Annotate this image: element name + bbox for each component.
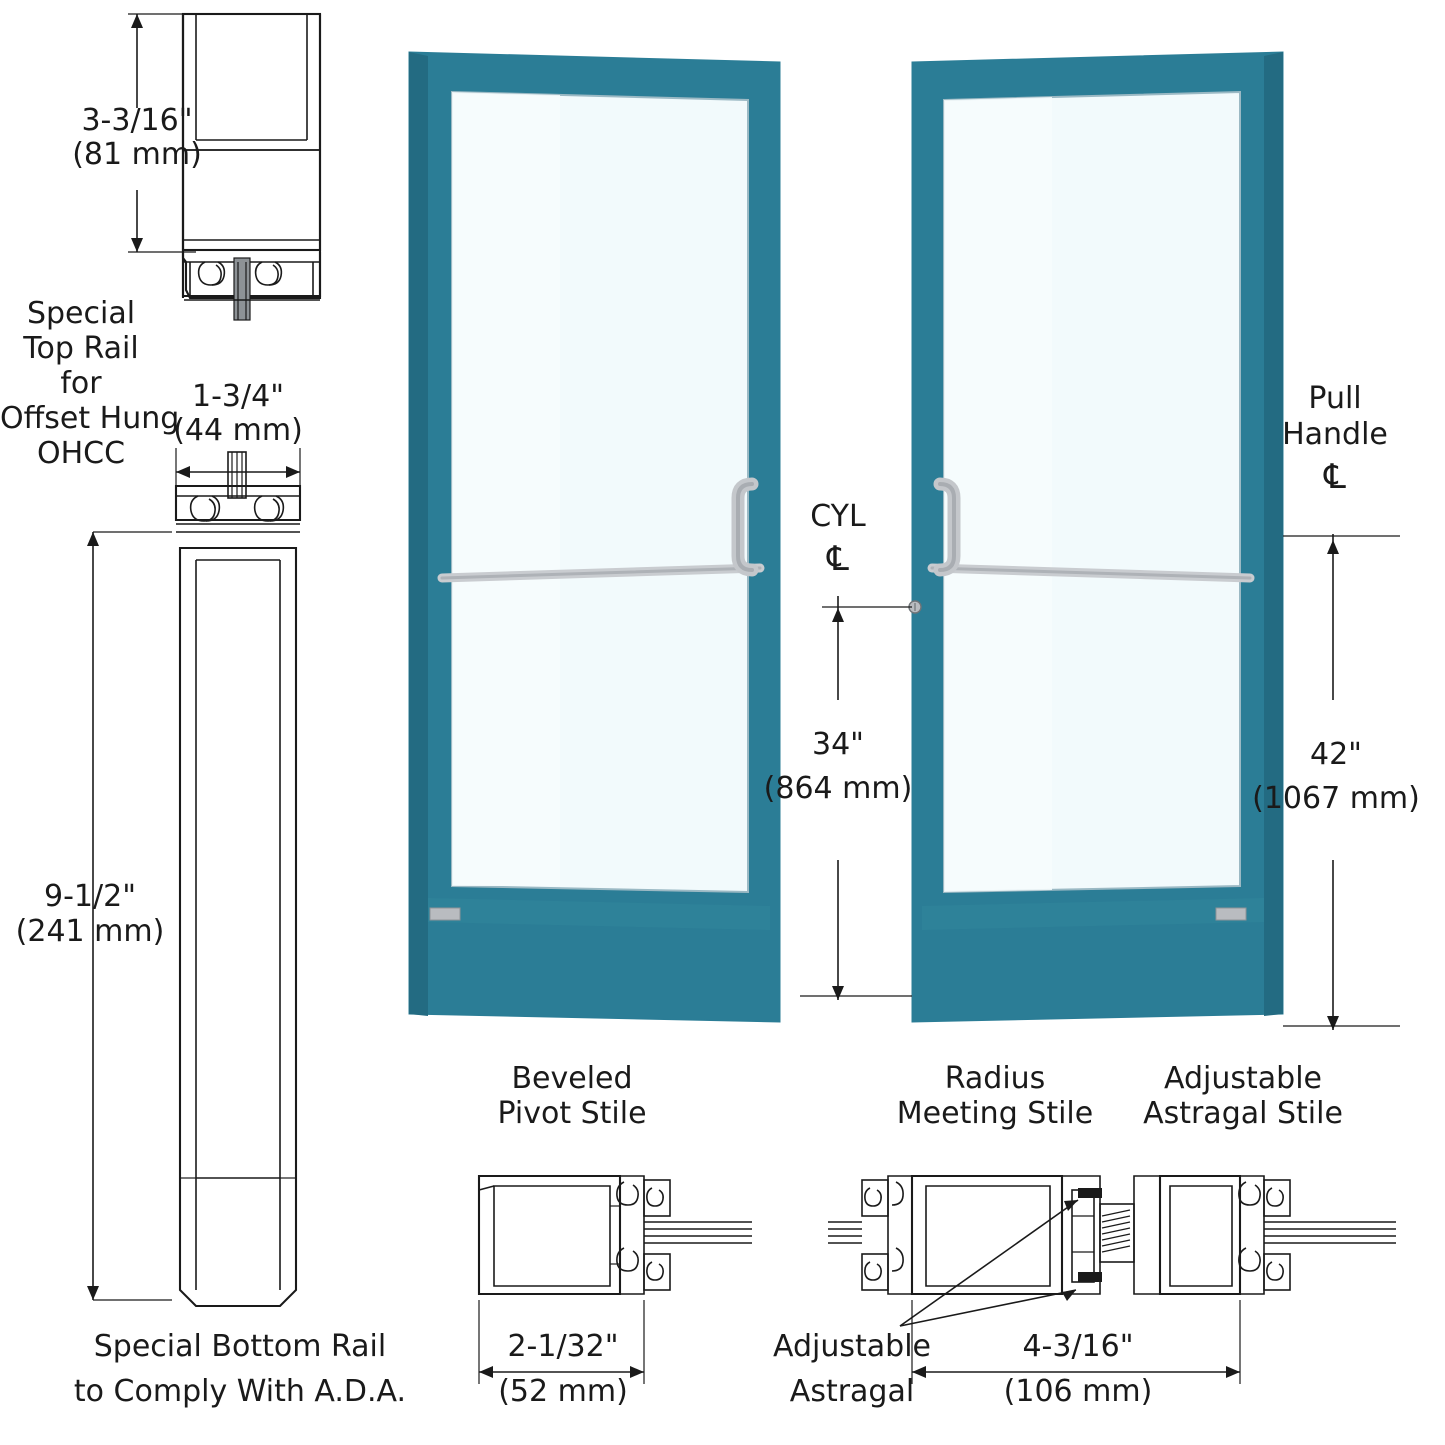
cyl-label-line1: CYL [810, 499, 866, 534]
beveled-pivot-stile-title-line2: Pivot Stile [497, 1096, 647, 1131]
right-door-pull-handle [933, 477, 961, 577]
bottom-rail-width-mm: (44 mm) [173, 413, 303, 448]
pull-handle-label-line3: ℄ [1324, 457, 1346, 497]
radius-meeting-stile-title-line1: Radius [944, 1061, 1046, 1096]
left-door-push-bar [437, 563, 765, 583]
astragal-callout-line1: Adjustable [773, 1329, 931, 1364]
pull-handle-value-inches: 42" [1310, 737, 1362, 772]
top-rail-caption-line2: Top Rail [23, 331, 139, 366]
pull-handle-label-line2: Handle [1282, 417, 1388, 452]
top-rail-caption-line5: OHCC [36, 436, 126, 471]
bottom-rail-height-inches: 9-1/2" [44, 879, 136, 914]
radius-meeting-stile-title-line2: Meeting Stile [896, 1096, 1094, 1131]
adjustable-astragal-stile-title-line2: Astragal Stile [1143, 1096, 1343, 1131]
cyl-value-inches: 34" [812, 727, 864, 762]
cyl-value-mm: (864 mm) [763, 771, 913, 806]
astragal-callout-line2: Astragal [789, 1374, 915, 1409]
beveled-pivot-stile-dim-inches: 2-1/32" [507, 1329, 619, 1364]
right-door-push-bar [927, 563, 1255, 583]
bottom-rail-width-inches: 1-3/4" [192, 379, 284, 414]
astragal-stile-dim-mm: (106 mm) [1003, 1374, 1153, 1409]
bottom-rail-height-mm: (241 mm) [15, 914, 165, 949]
top-rail-dimension-inches: 3-3/16" [81, 103, 193, 138]
left-door-pull-handle [731, 477, 759, 577]
top-rail-caption-line1: Special [26, 296, 136, 331]
cyl-label-line2: ℄ [827, 539, 849, 579]
pull-handle-label-line1: Pull [1308, 381, 1362, 416]
bottom-rail-caption-line2: to Comply With A.D.A. [73, 1374, 407, 1409]
pull-handle-value-mm: (1067 mm) [1252, 781, 1420, 816]
bottom-rail-caption-line1: Special Bottom Rail [93, 1329, 387, 1364]
top-rail-dimension-mm: (81 mm) [72, 137, 202, 172]
beveled-pivot-stile-title-line1: Beveled [511, 1061, 633, 1096]
adjustable-astragal-stile-title-line1: Adjustable [1164, 1061, 1322, 1096]
top-rail-caption-line3: for [60, 366, 102, 401]
beveled-pivot-stile-dim-mm: (52 mm) [498, 1374, 628, 1409]
astragal-stile-dim-inches: 4-3/16" [1022, 1329, 1134, 1364]
